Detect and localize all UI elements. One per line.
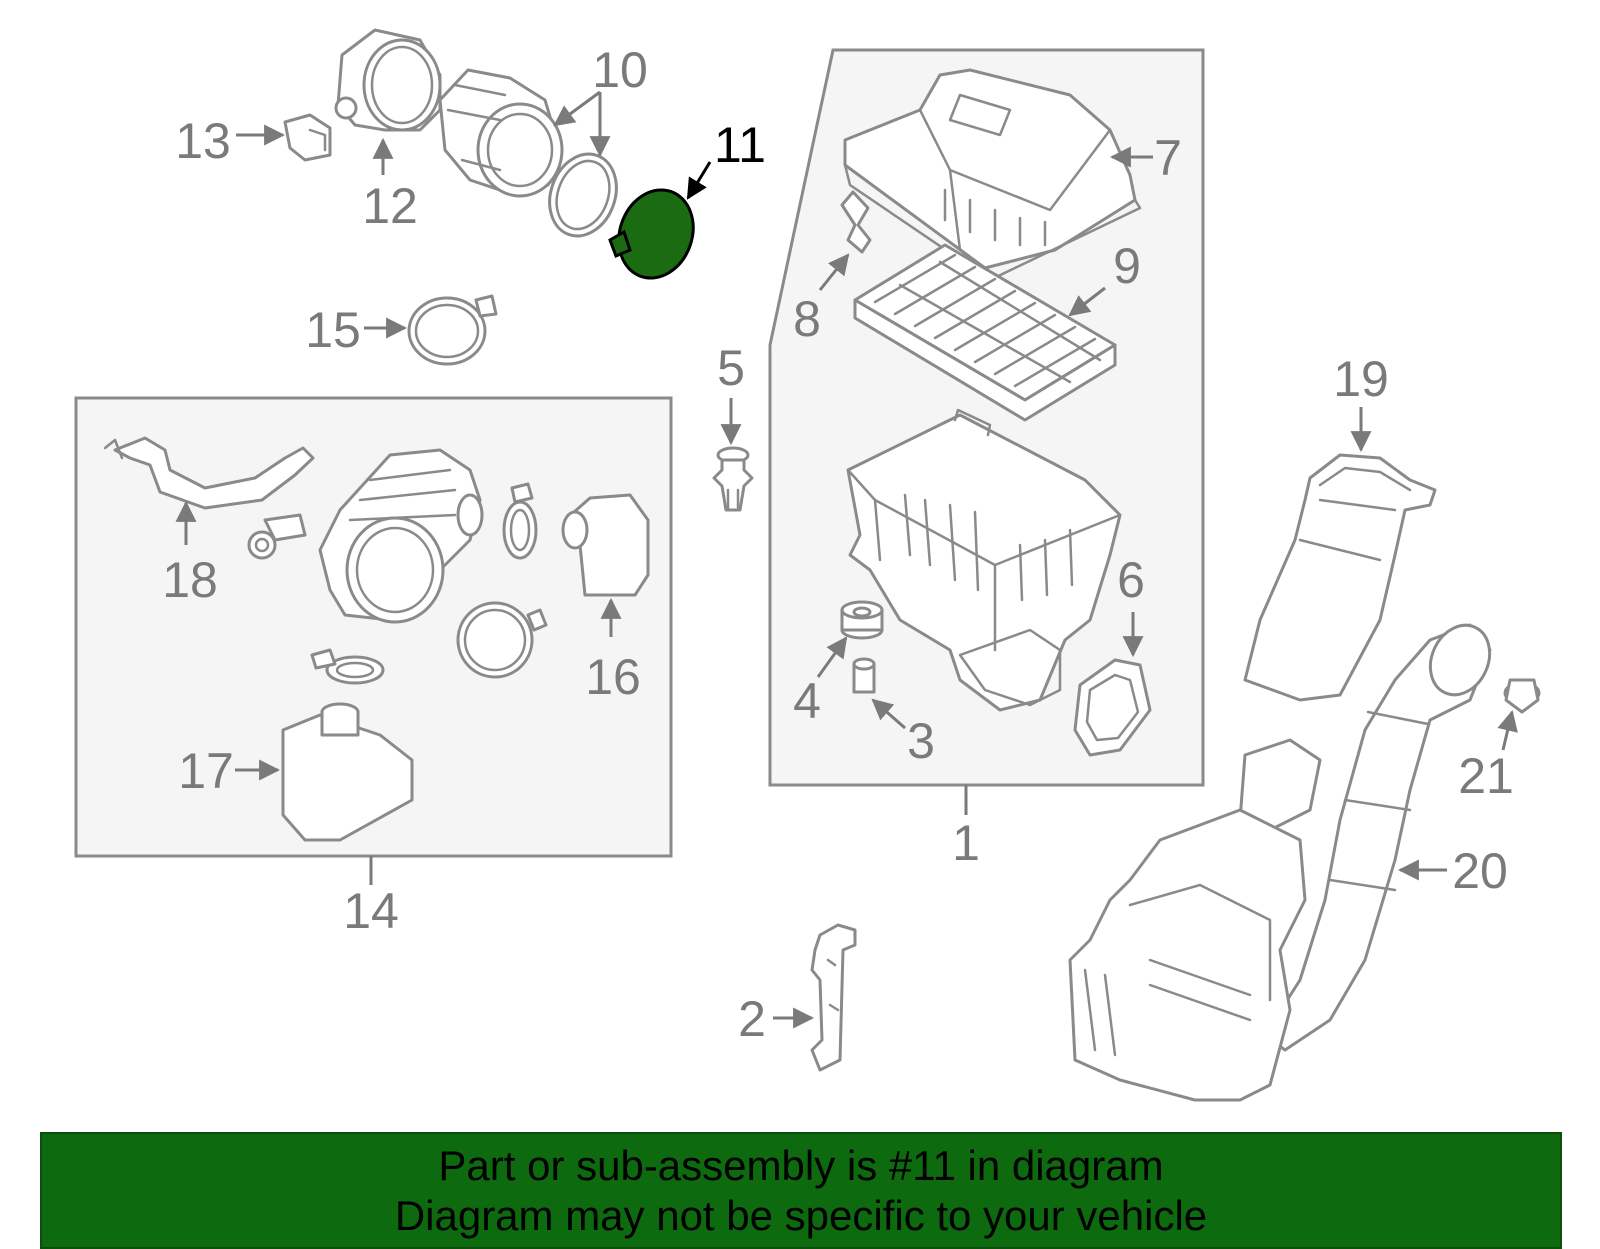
part-8-clip xyxy=(840,190,872,254)
part-17-resonator-box xyxy=(281,702,414,842)
leader-11 xyxy=(686,161,712,200)
part-elbow-fitting xyxy=(247,513,307,560)
part-intake-resonator xyxy=(318,448,484,624)
callout-11: 11 xyxy=(714,117,766,173)
leader-21 xyxy=(1497,709,1518,751)
part-2-bracket xyxy=(810,923,857,1072)
banner-line-part-number: Part or sub-assembly is #11 in diagram xyxy=(438,1141,1164,1189)
part-3-collar xyxy=(852,657,876,694)
part-20-intake-duct xyxy=(1068,623,1492,1102)
callout-16: 16 xyxy=(585,649,641,705)
part-lower-housing xyxy=(846,408,1122,712)
leader-8 xyxy=(818,253,850,291)
part-small-band xyxy=(310,648,385,685)
part-12-duct xyxy=(334,28,442,132)
callout-12: 12 xyxy=(362,178,418,234)
leader-9 xyxy=(1068,286,1106,317)
callout-6: 6 xyxy=(1117,552,1145,608)
callout-13: 13 xyxy=(175,113,231,169)
callout-15: 15 xyxy=(305,302,361,358)
callout-10: 10 xyxy=(592,42,648,98)
part-19-duct xyxy=(1243,453,1437,702)
part-4-grommet xyxy=(840,600,884,640)
part-11-gasket-highlighted xyxy=(608,188,695,280)
callout-5: 5 xyxy=(717,340,745,396)
callout-7: 7 xyxy=(1154,130,1182,186)
callout-14: 14 xyxy=(343,883,399,939)
callout-3: 3 xyxy=(907,713,935,769)
part-18-hose xyxy=(103,436,315,510)
callout-1: 1 xyxy=(952,815,980,871)
leader-4 xyxy=(816,636,848,678)
info-banner: Part or sub-assembly is #11 in diagram D… xyxy=(40,1132,1562,1249)
part-16-elbow-duct xyxy=(561,493,650,597)
callout-4: 4 xyxy=(793,673,821,729)
part-large-clamp xyxy=(456,601,548,679)
part-15-clamp xyxy=(407,294,498,366)
banner-line-disclaimer: Diagram may not be specific to your vehi… xyxy=(394,1191,1208,1239)
callout-9: 9 xyxy=(1113,238,1141,294)
callout-17: 17 xyxy=(178,743,234,799)
part-6-seal xyxy=(1073,658,1152,757)
part-21-clip xyxy=(1503,678,1541,714)
part-10-maf-housing xyxy=(438,68,564,198)
part-13-sensor xyxy=(283,113,332,162)
callout-2: 2 xyxy=(738,991,766,1047)
part-small-clamp xyxy=(502,482,538,560)
callout-8: 8 xyxy=(793,291,821,347)
callout-20: 20 xyxy=(1452,843,1508,899)
callout-19: 19 xyxy=(1333,351,1389,407)
part-5-push-clip xyxy=(712,446,754,512)
part-9-filter-element xyxy=(853,243,1117,422)
callout-21: 21 xyxy=(1458,748,1514,804)
callout-18: 18 xyxy=(162,552,218,608)
leader-3 xyxy=(871,698,906,730)
leader-10a xyxy=(553,90,601,127)
